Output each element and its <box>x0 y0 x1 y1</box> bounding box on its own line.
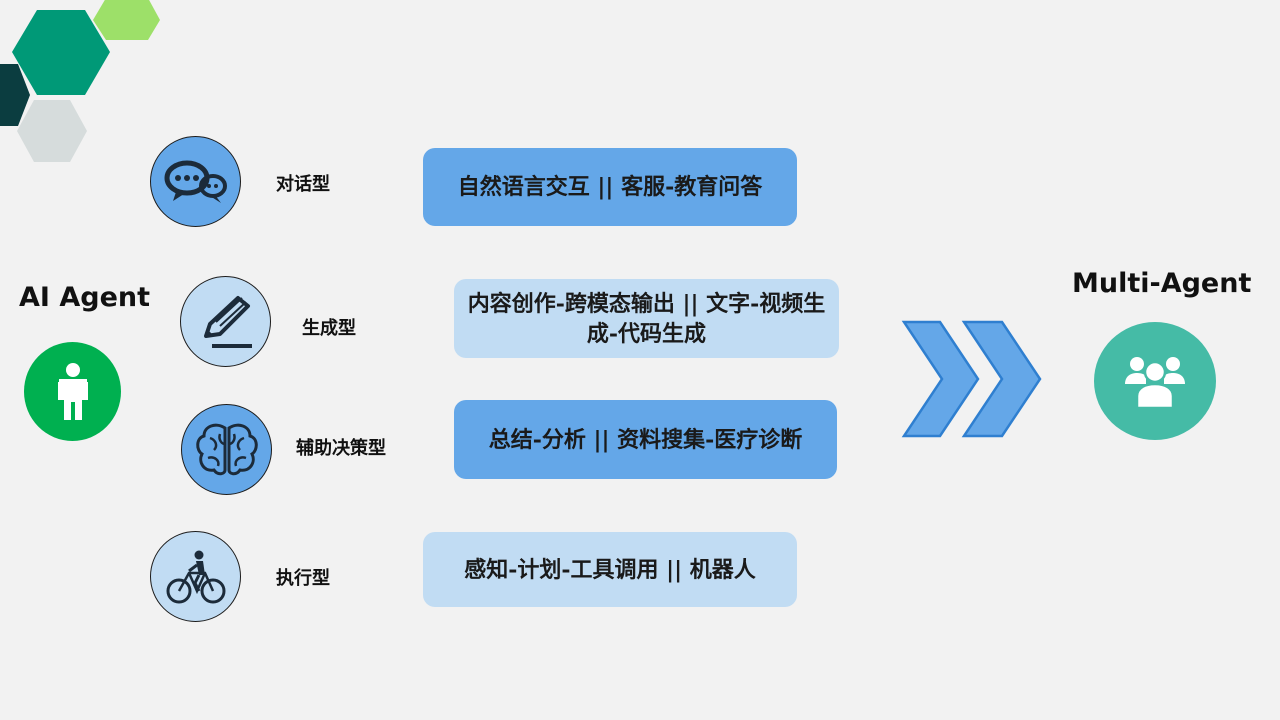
pencil-icon <box>203 295 252 348</box>
cyclist-icon <box>166 550 225 603</box>
chevron-left <box>901 320 980 438</box>
type-label-decision: 辅助决策型 <box>296 438 386 459</box>
type-label-generation: 生成型 <box>302 318 356 339</box>
description-box-generation: 内容创作-跨模态输出 || 文字-视频生成-代码生成 <box>454 279 839 358</box>
multi-agent-title: Multi-Agent <box>1072 268 1252 299</box>
hexagon-dark-green <box>12 10 110 95</box>
person-icon <box>57 362 88 420</box>
type-label-execution: 执行型 <box>276 568 330 589</box>
description-box-decision: 总结-分析 || 资料搜集-医疗诊断 <box>454 400 837 479</box>
hexagon-grey <box>17 100 87 162</box>
type-label-chat: 对话型 <box>276 174 330 195</box>
hexagon-navy <box>0 64 30 126</box>
ai-agent-circle <box>24 342 121 441</box>
chevron-arrows-icon <box>901 320 1042 438</box>
description-box-execution: 感知-计划-工具调用 || 机器人 <box>423 532 797 607</box>
chevron-right <box>961 320 1042 438</box>
hexagon-light-green <box>93 0 160 40</box>
decision-type-circle <box>181 404 272 495</box>
group-icon <box>1125 357 1185 410</box>
multi-agent-circle <box>1094 322 1216 440</box>
ai-agent-title: AI Agent <box>19 282 151 313</box>
brain-icon <box>195 423 258 475</box>
chat-type-circle <box>150 136 241 227</box>
decorative-hexagons <box>0 0 160 162</box>
generation-type-circle <box>180 276 271 367</box>
execution-type-circle <box>150 531 241 622</box>
description-box-chat: 自然语言交互 || 客服-教育问答 <box>423 148 797 226</box>
chat-bubbles-icon <box>164 160 227 203</box>
